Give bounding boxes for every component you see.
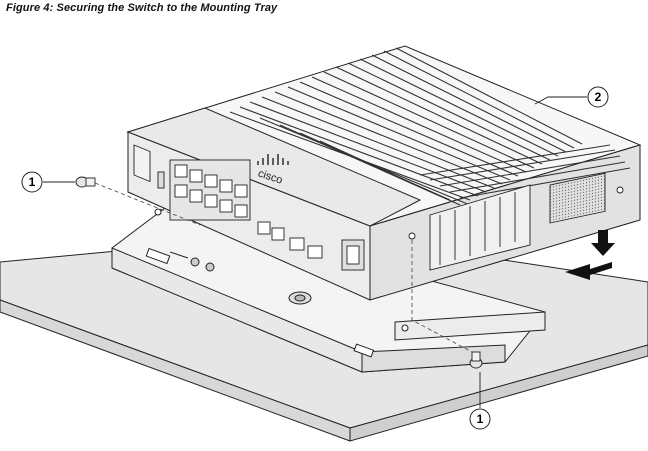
figure-caption: Figure 4: Securing the Switch to the Mou… xyxy=(6,2,278,14)
uplink-port-2 xyxy=(271,227,285,241)
screw-bottom xyxy=(469,351,483,369)
callout-label: 1 xyxy=(29,175,36,189)
alignment-lines xyxy=(94,182,473,353)
fan-grille xyxy=(549,172,606,224)
arrow-down-icon xyxy=(591,230,615,256)
callout-label: 1 xyxy=(477,412,484,426)
front-panel xyxy=(133,144,365,271)
arrow-left-icon xyxy=(565,262,612,280)
insertion-arrows xyxy=(565,230,615,280)
callout-1-left: 1 xyxy=(21,171,43,193)
screw-left xyxy=(75,176,96,188)
callout-label: 2 xyxy=(595,90,602,104)
callout-leaders xyxy=(43,96,587,408)
callout-1-bottom: 1 xyxy=(469,408,491,430)
uplink-port-1 xyxy=(257,221,271,235)
sfp-port-1 xyxy=(289,237,305,251)
side-vents xyxy=(408,172,624,271)
heatsink-fins xyxy=(229,47,631,206)
callout-2: 2 xyxy=(587,86,609,108)
usb-port xyxy=(157,171,165,189)
mounting-tray xyxy=(111,207,546,373)
sfp-port-2 xyxy=(307,245,323,259)
